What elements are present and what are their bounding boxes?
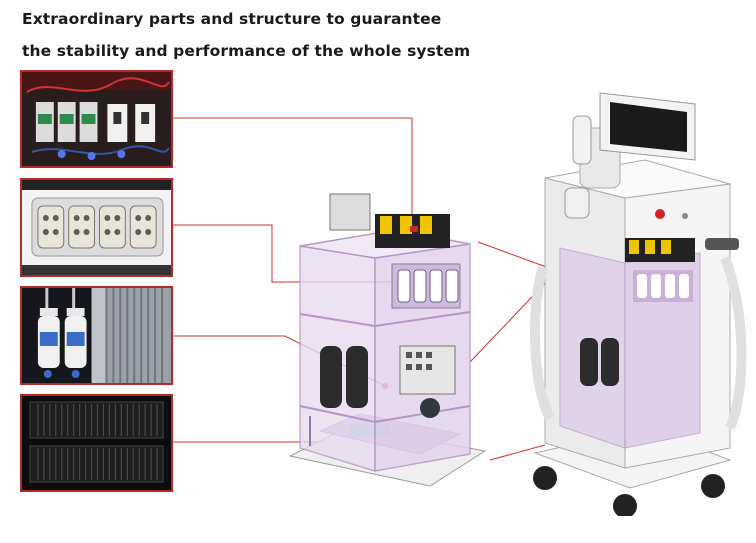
cooling-radiator-photo [20, 394, 173, 492]
headline-line-1: Extraordinary parts and structure to gua… [22, 10, 442, 28]
laser-machine-full-icon [529, 92, 747, 516]
contactor-relay-icon [22, 72, 171, 166]
water-pump-connector-photo [20, 178, 173, 277]
radiator-icon [22, 396, 171, 490]
water-filter-bottles-photo [20, 286, 173, 385]
laser-machine-cutaway-icon [288, 193, 487, 487]
headline-line-2: the stability and performance of the who… [22, 42, 471, 60]
filter-bottle-icon [22, 288, 171, 383]
contactor-relay-module-photo [20, 70, 173, 168]
pump-connector-icon [22, 180, 171, 275]
